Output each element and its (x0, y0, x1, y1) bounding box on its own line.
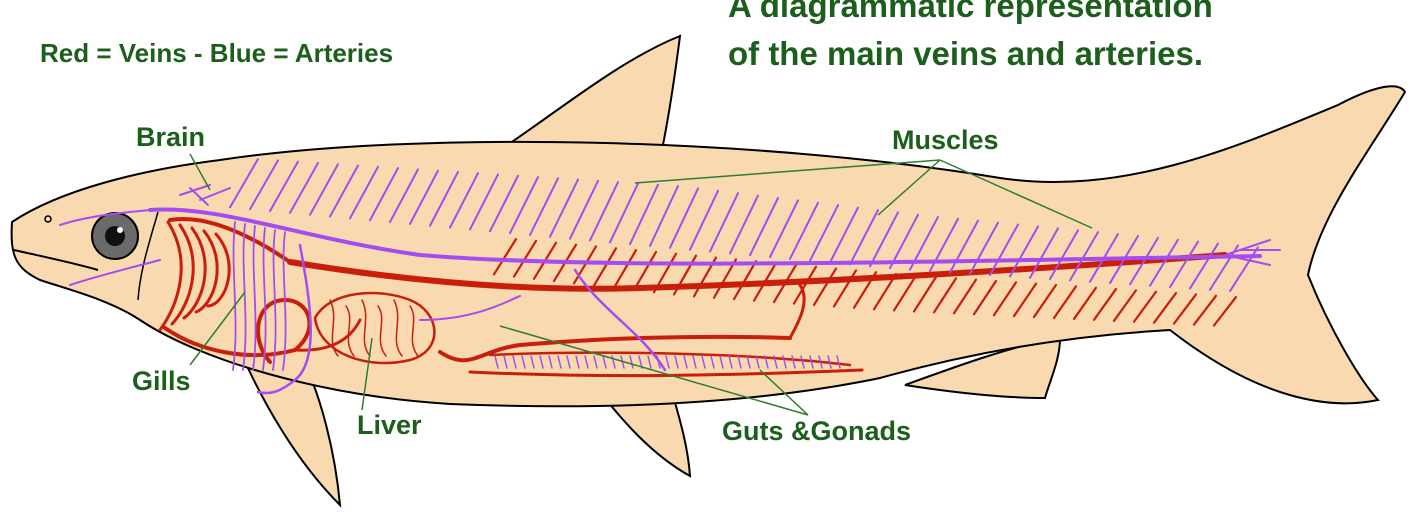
label-muscles: Muscles (892, 127, 999, 154)
label-liver: Liver (357, 412, 422, 439)
title-line-1: A diagrammatic representation (728, 0, 1213, 22)
label-gills: Gills (132, 368, 191, 395)
dorsal-fin (500, 36, 680, 150)
eye (92, 213, 138, 259)
title-line-2: of the main veins and arteries. (728, 37, 1203, 70)
label-guts-gonads: Guts &Gonads (722, 418, 911, 445)
color-legend: Red = Veins - Blue = Arteries (40, 40, 393, 66)
label-brain: Brain (136, 124, 205, 151)
